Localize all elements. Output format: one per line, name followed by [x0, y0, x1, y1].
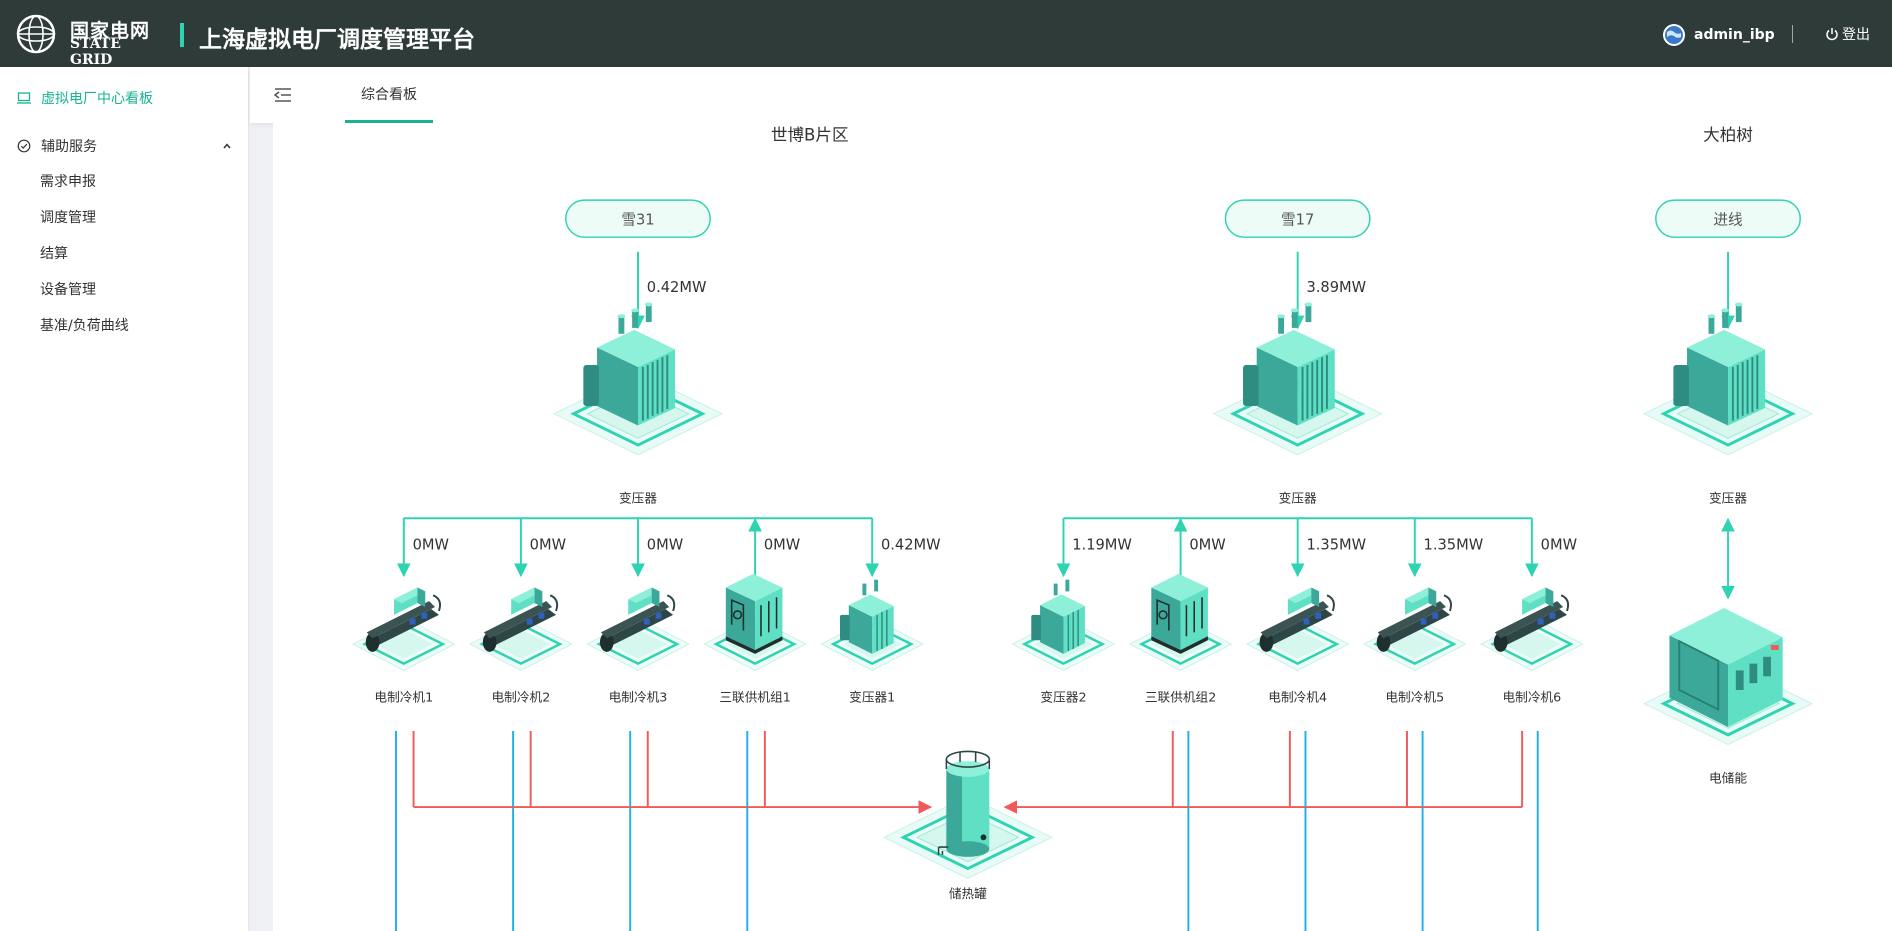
branch-power: 0MW [1189, 536, 1225, 553]
sidebar-group-aux-service[interactable]: 辅助服务 [0, 131, 249, 161]
branch-power: 0MW [647, 536, 683, 553]
source-label: 进线 [1713, 211, 1743, 228]
sidebar-item-settlement[interactable]: 结算 [40, 246, 68, 262]
avatar-icon [1663, 24, 1685, 46]
transformer-label: 变压器 [1709, 491, 1747, 506]
chiller-icon[interactable] [353, 588, 454, 671]
branch-power: 1.19MW [1072, 536, 1132, 553]
branch-power: 0MW [764, 536, 800, 553]
chiller-icon[interactable] [1364, 588, 1465, 671]
top-bar: 国家电网 STATE GRID 上海虚拟电厂调度管理平台 admin_ibp 登… [0, 0, 1892, 68]
area-title-right: 大柏树 [1703, 126, 1753, 145]
chevron-up-icon [223, 143, 231, 149]
chiller-icon[interactable] [470, 588, 571, 671]
storage-label: 电储能 [1709, 771, 1747, 786]
load-label: 电制冷机5 [1385, 690, 1444, 705]
source-node-left[interactable]: 雪31 [565, 199, 711, 238]
tank-label: 储热罐 [949, 886, 987, 901]
load-label: 电制冷机1 [374, 690, 433, 705]
source-label: 雪17 [1281, 211, 1314, 228]
load-label: 变压器1 [849, 690, 895, 705]
title-accent-bar [180, 23, 184, 47]
power-icon [1826, 28, 1838, 41]
source-node-right[interactable]: 进线 [1655, 199, 1801, 238]
heat-lines [412, 730, 1524, 814]
transformer-label: 变压器 [619, 491, 657, 506]
logout-label: 登出 [1842, 27, 1870, 43]
heat-storage-tank-icon[interactable] [884, 751, 1052, 878]
sidebar-item-dispatch[interactable]: 调度管理 [40, 210, 96, 226]
energy-flow-diagram: 世博B片区 大柏树 雪31 雪17 进线 0.42MW 3.89MW 变压器 变… [273, 126, 1892, 931]
chiller-icon[interactable] [1247, 588, 1348, 671]
load-label: 电制冷机3 [609, 690, 668, 705]
username: admin_ibp [1694, 27, 1775, 43]
cchp-icon[interactable] [704, 574, 805, 671]
state-grid-logo: 国家电网 STATE GRID [16, 14, 156, 68]
sidebar: 虚拟电厂中心看板 辅助服务 需求申报 调度管理 结算 设备管理 基准/负荷曲线 [0, 67, 249, 931]
load-label: 变压器2 [1040, 690, 1086, 705]
branch-power: 0MW [1541, 536, 1577, 553]
load-label: 三联供机组1 [719, 690, 790, 705]
main-panel: 世博B片区 大柏树 雪31 雪17 进线 0.42MW 3.89MW 变压器 变… [273, 123, 1892, 931]
sidebar-group-label: 辅助服务 [41, 139, 97, 155]
sidebar-item-dashboard[interactable]: 虚拟电厂中心看板 [0, 83, 249, 113]
branch-power: 0.42MW [881, 536, 941, 553]
source-label: 雪31 [621, 211, 654, 228]
branch-power: 0MW [530, 536, 566, 553]
area-title-left: 世博B片区 [771, 126, 849, 145]
load-label: 三联供机组2 [1145, 690, 1216, 705]
sidebar-item-label: 虚拟电厂中心看板 [41, 91, 153, 107]
transformer-icon[interactable] [1644, 303, 1812, 455]
battery-storage-icon[interactable] [1644, 608, 1812, 745]
header-divider [1792, 25, 1793, 43]
tab-bar: 综合看板 [250, 67, 1892, 123]
sidebar-item-devices[interactable]: 设备管理 [40, 282, 96, 298]
monitor-icon [17, 92, 31, 104]
tab-dashboard[interactable]: 综合看板 [345, 67, 433, 123]
chiller-icon[interactable] [1481, 588, 1582, 671]
transformer-icon[interactable] [821, 580, 922, 671]
state-grid-emblem-icon [16, 14, 56, 54]
load-label: 电制冷机6 [1502, 690, 1561, 705]
logo-text-en: STATE GRID [70, 36, 121, 68]
cchp-icon[interactable] [1130, 574, 1231, 671]
menu-fold-icon[interactable] [272, 84, 294, 106]
branch-power: 0MW [413, 536, 449, 553]
logo-text-cn: 国家电网 [70, 20, 151, 42]
transformer-icon[interactable] [1013, 580, 1114, 671]
load-label: 电制冷机4 [1268, 690, 1327, 705]
branch-power: 1.35MW [1424, 536, 1484, 553]
source-node-middle[interactable]: 雪17 [1224, 199, 1371, 238]
feed-power-left: 0.42MW [647, 279, 707, 296]
check-circle-icon [17, 139, 31, 153]
sidebar-item-demand-report[interactable]: 需求申报 [40, 174, 96, 190]
sidebar-item-load-curve[interactable]: 基准/负荷曲线 [40, 318, 129, 334]
transformer-icon[interactable] [1214, 303, 1382, 455]
feed-power-middle: 3.89MW [1306, 279, 1366, 296]
load-label: 电制冷机2 [492, 690, 551, 705]
branch-power: 1.35MW [1306, 536, 1366, 553]
chilled-water-lines [395, 730, 1539, 931]
logout-button[interactable]: 登出 [1825, 24, 1870, 44]
chiller-icon[interactable] [587, 588, 688, 671]
app-title: 上海虚拟电厂调度管理平台 [199, 27, 475, 53]
user-menu[interactable]: admin_ibp [1662, 23, 1775, 47]
transformer-label: 变压器 [1279, 491, 1317, 506]
